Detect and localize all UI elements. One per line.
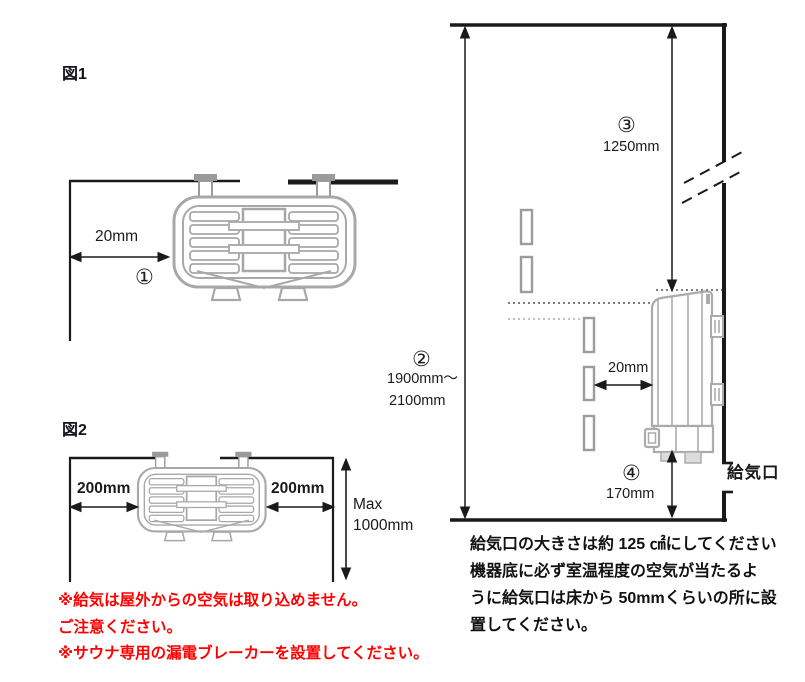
intake-note-line: 置してください。 bbox=[470, 617, 598, 634]
figure1-heater-top-view bbox=[172, 172, 357, 302]
top-clearance-marker: ③ bbox=[617, 114, 636, 137]
figure1-clearance-label: 20mm bbox=[95, 228, 139, 245]
intake-note-line: 給気口の大きさは約 125 ㎠にしてください bbox=[470, 536, 777, 553]
figure2-right-clearance-label: 200mm bbox=[271, 480, 325, 497]
bottom-clearance-label: 170mm bbox=[606, 486, 655, 502]
figure1-marker: ① bbox=[135, 266, 154, 289]
figure2-max-label: Max bbox=[353, 496, 383, 513]
side-clearance-label: 20mm bbox=[608, 360, 649, 376]
figure1-title: 図1 bbox=[62, 66, 87, 83]
warning-line: ※給気は屋外からの空気は取り込めません。 bbox=[58, 592, 368, 609]
wall-break-mark bbox=[681, 150, 745, 204]
figure2-left-clearance-label: 200mm bbox=[77, 480, 131, 497]
warning-line: ご注意ください。 bbox=[58, 619, 183, 636]
figure2-title: 図2 bbox=[62, 422, 87, 439]
intake-note-line: うに給気口は床から 50mmくらいの所に設 bbox=[470, 590, 777, 607]
ceiling-height-min: 1900mm〜 bbox=[387, 371, 458, 387]
figure2-max-value: 1000mm bbox=[353, 517, 414, 534]
top-clearance-label: 1250mm bbox=[603, 139, 660, 155]
room-dimension-arrows bbox=[459, 25, 678, 520]
alignment-dotted-lines bbox=[508, 289, 722, 320]
bottom-clearance-marker: ④ bbox=[622, 462, 641, 485]
figure1-clearance-arrow bbox=[68, 251, 171, 263]
ceiling-height-max: 2100mm bbox=[389, 393, 446, 409]
figure2-heater-top-view bbox=[136, 450, 267, 542]
heater-side-view bbox=[643, 290, 724, 464]
warning-line: ※サウナ専用の漏電ブレーカーを設置してください。 bbox=[58, 645, 429, 662]
intake-note-line: 機器底に必ず室温程度の空気が当たるよ bbox=[470, 563, 759, 580]
ceiling-height-marker: ② bbox=[412, 348, 431, 371]
figure2-arrows bbox=[68, 457, 352, 581]
wall-slats bbox=[519, 208, 596, 452]
air-intake-label: 給気口 bbox=[727, 464, 780, 482]
